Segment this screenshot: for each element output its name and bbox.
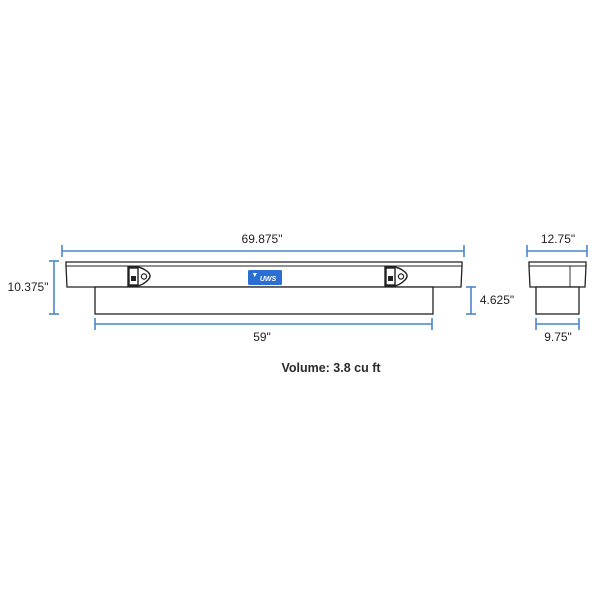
lower-width-dimension [94,318,433,330]
lower-height-dimension [466,286,476,315]
bottom-depth-label: 9.75" [544,330,572,344]
volume-label: Volume: 3.8 cu ft [281,361,381,375]
overall-height-dimension [49,260,59,315]
overall-height-label: 10.375" [8,280,49,294]
top-depth-label: 12.75" [541,232,575,246]
bottom-depth-dimension [535,318,580,330]
side-lower-body [535,286,580,315]
latch-handle-icon [127,266,151,287]
top-depth-dimension [526,245,588,257]
side-view: 12.75" 9.75" [526,232,588,344]
toolbox-lower-body [94,286,434,315]
uws-logo-text: UWS [260,276,277,283]
lower-width-label: 59" [253,330,271,344]
lower-height-label: 4.625" [480,293,514,307]
latch-handle-icon [384,266,408,287]
front-view: 69.875" 10.375" [8,232,515,344]
overall-width-dimension [61,245,465,257]
uws-logo: UWS [248,270,282,285]
overall-width-label: 69.875" [242,232,283,246]
